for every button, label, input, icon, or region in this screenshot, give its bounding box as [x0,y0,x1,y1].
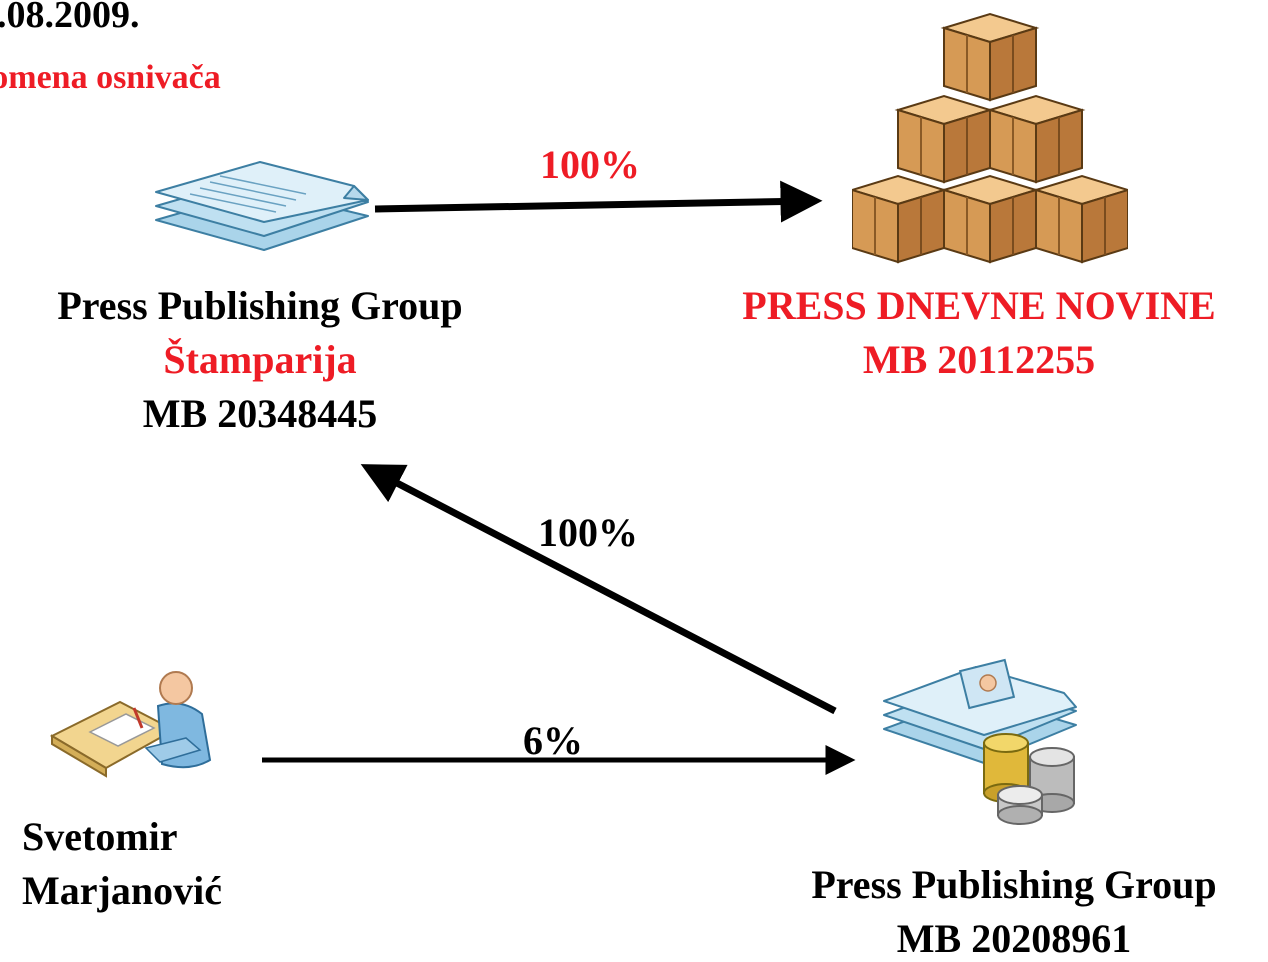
entity-group: Press Publishing Group MB 20208961 [760,862,1268,962]
entity-dnevne-novine-name: PRESS DNEVNE NOVINE [742,283,1216,328]
date-heading: 3.08.2009. [0,0,140,36]
share-label-novine: 100% [540,142,640,187]
entity-stamparija: Press Publishing Group Štamparija MB 203… [0,283,520,437]
entity-person-first-name: Svetomir [22,814,178,859]
entity-dnevne-novine: PRESS DNEVNE NOVINE MB 20112255 [690,283,1268,383]
person-at-desk-icon [50,671,212,778]
share-label-stamparija: 100% [538,510,638,555]
stacked-boxes-icon [852,13,1128,263]
entity-person-last-name: Marjanović [22,868,222,913]
entity-group-name: Press Publishing Group [811,862,1217,907]
arrow-stamparija-to-novine [374,180,823,223]
entity-dnevne-novine-mb: MB 20112255 [862,337,1096,382]
subtitle-heading: Promena osnivača [0,59,221,96]
entity-stamparija-mb: MB 20348445 [142,391,378,436]
entity-stamparija-type: Štamparija [163,337,357,382]
entity-group-mb: MB 20208961 [896,916,1132,961]
documents-and-coins-icon [883,658,1077,825]
share-label-person: 6% [523,718,583,763]
stacked-documents-icon [155,161,369,251]
entity-stamparija-name: Press Publishing Group [57,283,463,328]
entity-person: Svetomir Marjanović [22,814,222,914]
arrow-group-to-stamparija [360,464,837,715]
